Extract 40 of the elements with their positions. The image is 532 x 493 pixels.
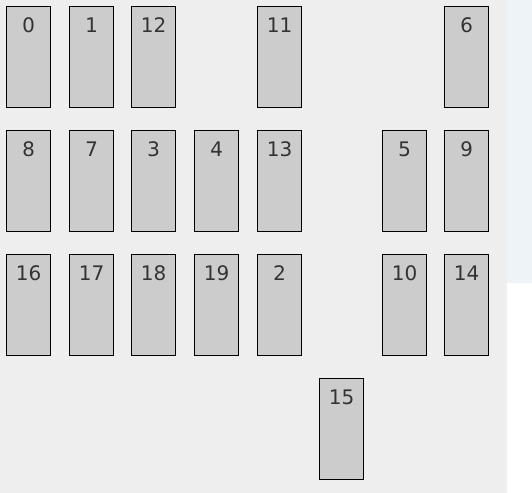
box-label: 4 — [209, 137, 224, 161]
box-label: 3 — [146, 137, 161, 161]
box-label: 5 — [397, 137, 412, 161]
box-label: 12 — [140, 13, 168, 37]
process-box — [257, 254, 302, 356]
box-label: 7 — [84, 137, 99, 161]
process-box — [444, 254, 489, 356]
box-label: 19 — [202, 261, 230, 285]
process-box — [6, 6, 51, 108]
process-box — [444, 6, 489, 108]
process-box — [194, 130, 239, 232]
box-label: 14 — [452, 261, 480, 285]
process-box — [69, 6, 114, 108]
box-label: 10 — [390, 261, 418, 285]
box-label: 1 — [84, 13, 99, 37]
process-box — [6, 130, 51, 232]
process-box — [6, 254, 51, 356]
process-box — [69, 254, 114, 356]
box-label: 15 — [328, 385, 356, 409]
process-box — [319, 378, 364, 480]
process-box — [69, 130, 114, 232]
process-box — [444, 130, 489, 232]
box-label: 0 — [21, 13, 36, 37]
process-box — [257, 130, 302, 232]
box-label: 16 — [14, 261, 42, 285]
process-box — [257, 6, 302, 108]
process-box — [131, 254, 176, 356]
box-label: 9 — [459, 137, 474, 161]
process-box — [131, 130, 176, 232]
box-label: 8 — [21, 137, 36, 161]
box-label: 2 — [272, 261, 287, 285]
box-label: 18 — [140, 261, 168, 285]
box-label: 6 — [459, 13, 474, 37]
process-box — [382, 254, 427, 356]
box-label: 17 — [78, 261, 106, 285]
process-box — [194, 254, 239, 356]
process-box — [131, 6, 176, 108]
process-box — [382, 130, 427, 232]
box-label: 13 — [266, 137, 294, 161]
box-label: 11 — [266, 13, 294, 37]
